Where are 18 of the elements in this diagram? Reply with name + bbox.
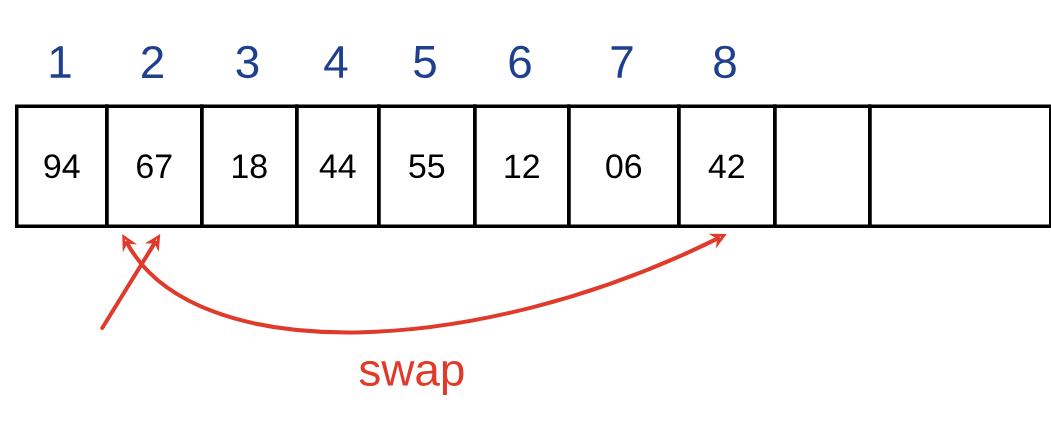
array-cell: 18 — [200, 104, 299, 228]
index-number: 4 — [324, 46, 348, 78]
index-number: 6 — [509, 45, 531, 79]
array-cell: 67 — [105, 104, 204, 228]
index-number: 2 — [142, 46, 163, 78]
array-cell: 44 — [295, 104, 381, 228]
array-cell: 42 — [677, 104, 777, 228]
array-cell: 55 — [377, 104, 477, 228]
index-number: 7 — [611, 46, 633, 78]
empty-cell — [868, 104, 1051, 228]
array-cell: 94 — [15, 104, 109, 228]
array-cell: 12 — [473, 104, 571, 228]
index-number: 1 — [50, 46, 71, 78]
index-number: 3 — [236, 45, 259, 79]
index-number: 8 — [714, 45, 736, 79]
array-cell: 06 — [567, 104, 681, 228]
index-number: 5 — [414, 46, 436, 78]
edge-label: swap — [359, 360, 464, 396]
